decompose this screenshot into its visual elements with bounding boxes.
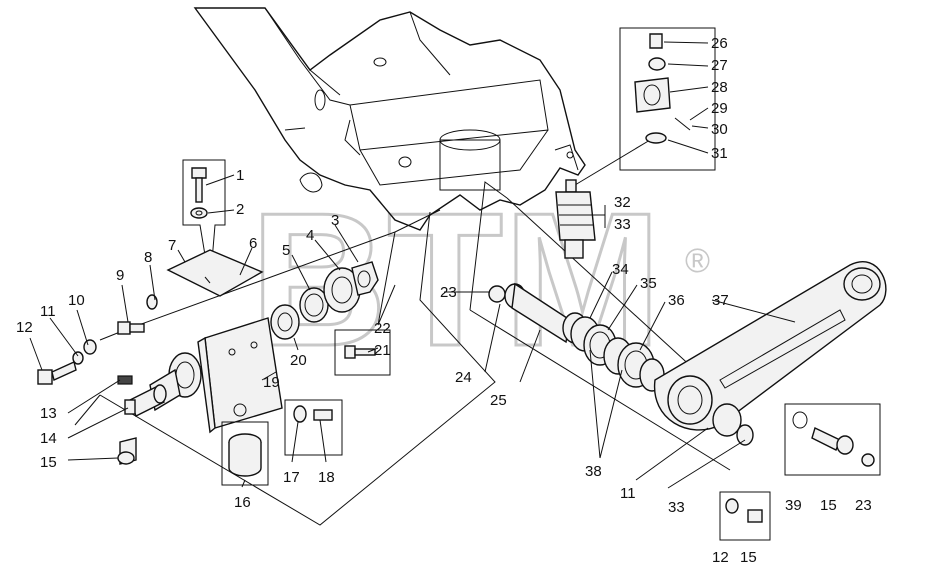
callout-15: 15 xyxy=(40,454,57,471)
bolt-11-12-box xyxy=(719,491,771,541)
callout-33: 33 xyxy=(614,216,631,233)
callout-12: 12 xyxy=(16,319,33,336)
group-leader-lines xyxy=(74,27,731,526)
callout-28: 28 xyxy=(711,79,728,96)
watermark: BTM ® xyxy=(249,173,711,388)
callout-42: 33 xyxy=(668,499,685,516)
callout-6: 6 xyxy=(249,235,257,252)
loader-frame xyxy=(193,7,586,231)
callout-20: 20 xyxy=(290,352,307,369)
callout-41: 23 xyxy=(855,497,872,514)
callout-8: 8 xyxy=(144,249,152,266)
callout-5: 5 xyxy=(282,242,290,259)
callout-26: 26 xyxy=(711,35,728,52)
callout-17: 17 xyxy=(283,469,300,486)
callout-32: 32 xyxy=(614,194,631,211)
callout-22: 22 xyxy=(374,320,391,337)
callout-2: 2 xyxy=(236,201,244,218)
callout-13: 13 xyxy=(40,405,57,422)
callout-19: 19 xyxy=(263,374,280,391)
bushing-16-box xyxy=(221,421,269,486)
callout-44: 12 xyxy=(712,549,729,566)
callout-30: 30 xyxy=(711,121,728,138)
callout-9: 9 xyxy=(116,267,124,284)
callout-14: 14 xyxy=(40,430,57,447)
lube-parts-box xyxy=(634,33,691,144)
callout-37: 37 xyxy=(712,292,729,309)
bolt-38-39-box xyxy=(784,403,881,476)
callout-18: 18 xyxy=(318,469,335,486)
bearing-rings xyxy=(570,316,665,392)
callout-1: 1 xyxy=(236,167,244,184)
cylinder-31-32 xyxy=(555,179,596,259)
left-hardware xyxy=(37,294,167,465)
callout-7: 7 xyxy=(168,237,176,254)
callout-labels: 1 2 3 4 5 6 7 8 9 10 11 12 13 14 15 16 1… xyxy=(16,35,872,566)
callout-31: 31 xyxy=(711,145,728,162)
callout-27: 27 xyxy=(711,57,728,74)
callout-36: 36 xyxy=(668,292,685,309)
bearing-stack-3-4-5 xyxy=(299,261,379,323)
grease-nipple-15 xyxy=(117,451,135,465)
bolt-17-18-box xyxy=(284,399,343,456)
callout-16: 16 xyxy=(234,494,251,511)
plate-7 xyxy=(166,249,264,297)
callout-4: 4 xyxy=(306,227,314,244)
callout-3: 3 xyxy=(331,212,339,229)
callout-10: 10 xyxy=(68,292,85,309)
callout-34: 34 xyxy=(612,261,629,278)
callout-35: 35 xyxy=(640,275,657,292)
callout-11: 11 xyxy=(40,303,56,320)
callout-40: 15 xyxy=(820,497,837,514)
callout-29: 29 xyxy=(711,100,728,117)
callout-43: 11 xyxy=(620,485,636,502)
watermark-registered-mark: ® xyxy=(685,242,710,280)
bolt-21-box xyxy=(334,329,391,376)
callout-39: 39 xyxy=(785,497,802,514)
callout-24: 24 xyxy=(455,369,472,386)
callout-25: 25 xyxy=(490,392,507,409)
callout-38: 38 xyxy=(585,463,602,480)
link-arm-36 xyxy=(654,261,887,446)
callout-45: 15 xyxy=(740,549,757,566)
callout-21: 21 xyxy=(374,342,391,359)
callout-23: 23 xyxy=(440,284,457,301)
callout-leaders xyxy=(29,41,796,489)
